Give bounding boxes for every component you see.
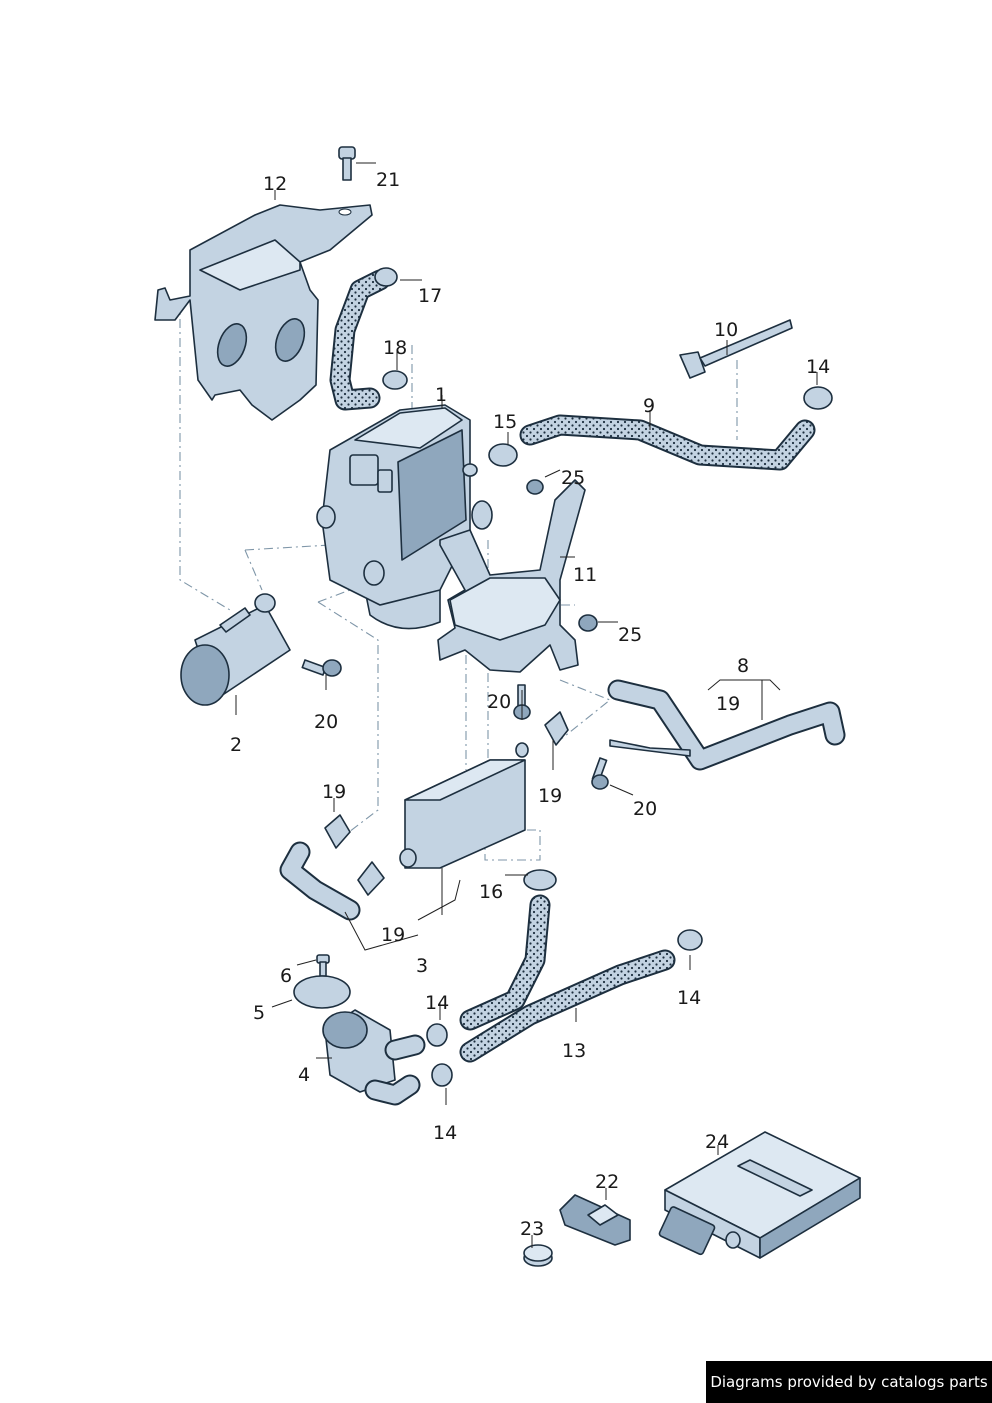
footer-banner: Diagrams provided by catalogs parts: [706, 1361, 992, 1403]
callout-19-lower-left: 19: [381, 924, 405, 946]
callout-19-mid: 19: [538, 785, 562, 807]
pump-part-4: [322, 1009, 426, 1106]
callout-16: 16: [479, 881, 503, 903]
battery-part-23: [523, 1244, 553, 1267]
callout-20-left: 20: [314, 711, 338, 733]
clamp-part-14-top: [803, 386, 833, 410]
callout-19-upper-left: 19: [322, 781, 346, 803]
screw-part-6: [316, 954, 330, 977]
callout-6: 6: [280, 965, 292, 987]
clamp-part-18: [382, 370, 408, 390]
clamp-part-19-mid: [544, 711, 569, 746]
hose-part-17: [329, 267, 398, 411]
clamp-part-15: [488, 443, 518, 467]
callout-23: 23: [520, 1218, 544, 1240]
callout-21: 21: [376, 169, 400, 191]
callout-12: 12: [263, 173, 287, 195]
hose-part-9: [519, 414, 816, 471]
band-clamp-part-5: [293, 975, 351, 1009]
pipe-part-8: [607, 679, 846, 771]
clamp-part-19-lower-left: [357, 861, 385, 896]
callout-20-right: 20: [633, 798, 657, 820]
callout-1: 1: [435, 384, 447, 406]
mount-bracket-part-11: [437, 479, 586, 673]
control-unit-part-24: [658, 1131, 861, 1259]
callout-14-top: 14: [806, 356, 830, 378]
clamp-part-14-right: [677, 929, 703, 951]
callout-15: 15: [493, 411, 517, 433]
callout-2: 2: [230, 734, 242, 756]
remote-key-part-22: [559, 1194, 631, 1246]
leader-lines: [235, 162, 818, 1248]
callout-5: 5: [253, 1002, 265, 1024]
bolt-part-20-right: [591, 757, 609, 790]
callout-13: 13: [562, 1040, 586, 1062]
callout-8: 8: [737, 655, 749, 677]
callout-19-right: 19: [716, 693, 740, 715]
callout-14-left: 14: [425, 992, 449, 1014]
callout-9: 9: [643, 395, 655, 417]
callout-labels: 21 12 17 18 10 14 1 9 15 25 11 25 8 20 1…: [230, 169, 830, 1240]
callout-11: 11: [573, 564, 597, 586]
callout-17: 17: [418, 285, 442, 307]
callout-24: 24: [705, 1131, 729, 1153]
bracket-part-12: [154, 204, 373, 421]
callout-14-bottom: 14: [433, 1122, 457, 1144]
clamp-part-14-lower-left: [431, 1063, 453, 1087]
callout-3: 3: [416, 955, 428, 977]
bolt-part-21: [338, 146, 356, 181]
callout-18: 18: [383, 337, 407, 359]
sensor-part-10: [679, 319, 793, 379]
nut-part-25-top: [526, 479, 544, 495]
heater-part-1: [316, 404, 493, 630]
hose-bend-left: [279, 841, 361, 921]
callout-14-right: 14: [677, 987, 701, 1009]
callout-10: 10: [714, 319, 738, 341]
pipe-part-2: [180, 593, 291, 706]
callout-20-mid: 20: [487, 691, 511, 713]
muffler-part-3: [399, 742, 529, 869]
clamp-part-16: [523, 869, 557, 891]
nut-part-25-lower: [578, 614, 598, 632]
callout-22: 22: [595, 1171, 619, 1193]
hose-part-13: [459, 894, 676, 1063]
callout-25-lower: 25: [618, 624, 642, 646]
bolt-part-20-left: [301, 659, 342, 677]
clamp-part-14-upper-left: [426, 1023, 448, 1047]
callout-4: 4: [298, 1064, 310, 1086]
clamp-part-19-upper-left: [324, 814, 351, 849]
callout-25-top: 25: [561, 467, 585, 489]
